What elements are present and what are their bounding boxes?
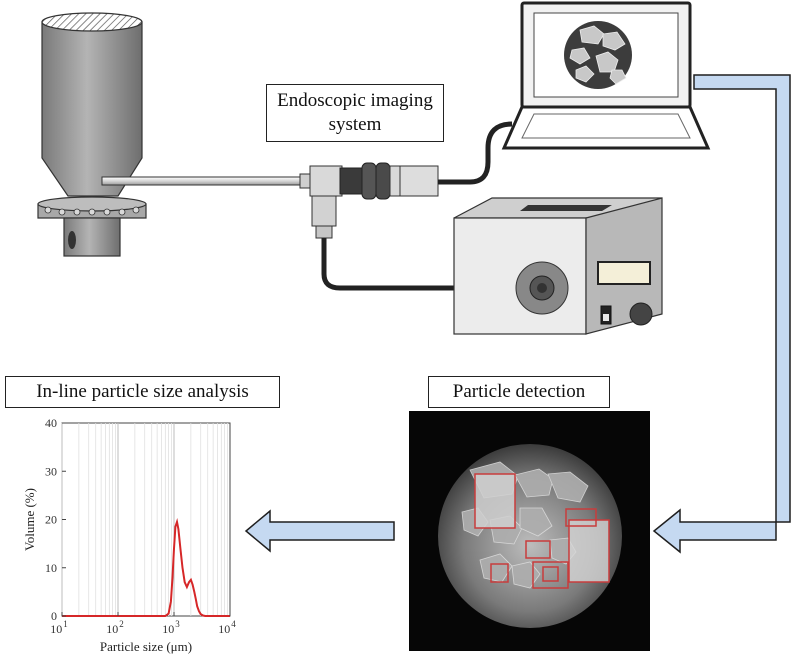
particle-detection-label: Particle detection [428, 376, 610, 408]
psd-curve [62, 517, 230, 617]
light-cable [321, 238, 540, 291]
intensity-knob [629, 302, 653, 326]
x-tick-label: 101 [50, 619, 68, 636]
laptop [501, 1, 711, 150]
data-flow-arrow-to-analysis [244, 509, 395, 553]
endoscope-head [309, 165, 343, 197]
y-tick-label: 20 [45, 513, 57, 527]
camera-body [399, 165, 439, 197]
x-tick-label: 103 [162, 619, 180, 636]
camera-cable [438, 121, 513, 185]
light-source [453, 197, 663, 335]
y-tick-label: 40 [45, 416, 57, 430]
focus-ring-1 [361, 162, 377, 200]
y-axis-label: Volume (%) [22, 488, 37, 551]
x-tick-label: 102 [106, 619, 124, 636]
detection-boxes [474, 473, 610, 589]
light-guide-adapter [311, 195, 337, 227]
endoscopic-imaging-system-label: Endoscopic imaging system [266, 84, 444, 142]
hopper-top-opening [41, 12, 143, 32]
light-display [597, 261, 651, 285]
endoscope-rod [101, 176, 308, 186]
endoscope [101, 162, 439, 239]
psd-chart: 0 10 20 30 40 101 102 103 104 Particle size (μm… [22, 416, 236, 654]
hopper [37, 12, 147, 257]
outlet-port [68, 231, 76, 249]
plot-area [61, 422, 231, 617]
y-tick-label: 0 [51, 609, 57, 623]
y-tick-label: 30 [45, 464, 57, 478]
flange-bolts [44, 206, 140, 216]
detection-image [409, 411, 650, 651]
y-axis-ticks: 0 10 20 30 40 [45, 416, 66, 623]
focus-ring-2 [375, 162, 391, 200]
x-tick-label: 104 [218, 619, 236, 636]
data-flow-arrow-to-detection [652, 74, 791, 554]
plot-grid [61, 423, 228, 616]
particle-size-analysis-label: In-line particle size analysis [5, 376, 280, 408]
y-tick-label: 10 [45, 561, 57, 575]
x-axis-label: Particle size (μm) [100, 639, 192, 654]
